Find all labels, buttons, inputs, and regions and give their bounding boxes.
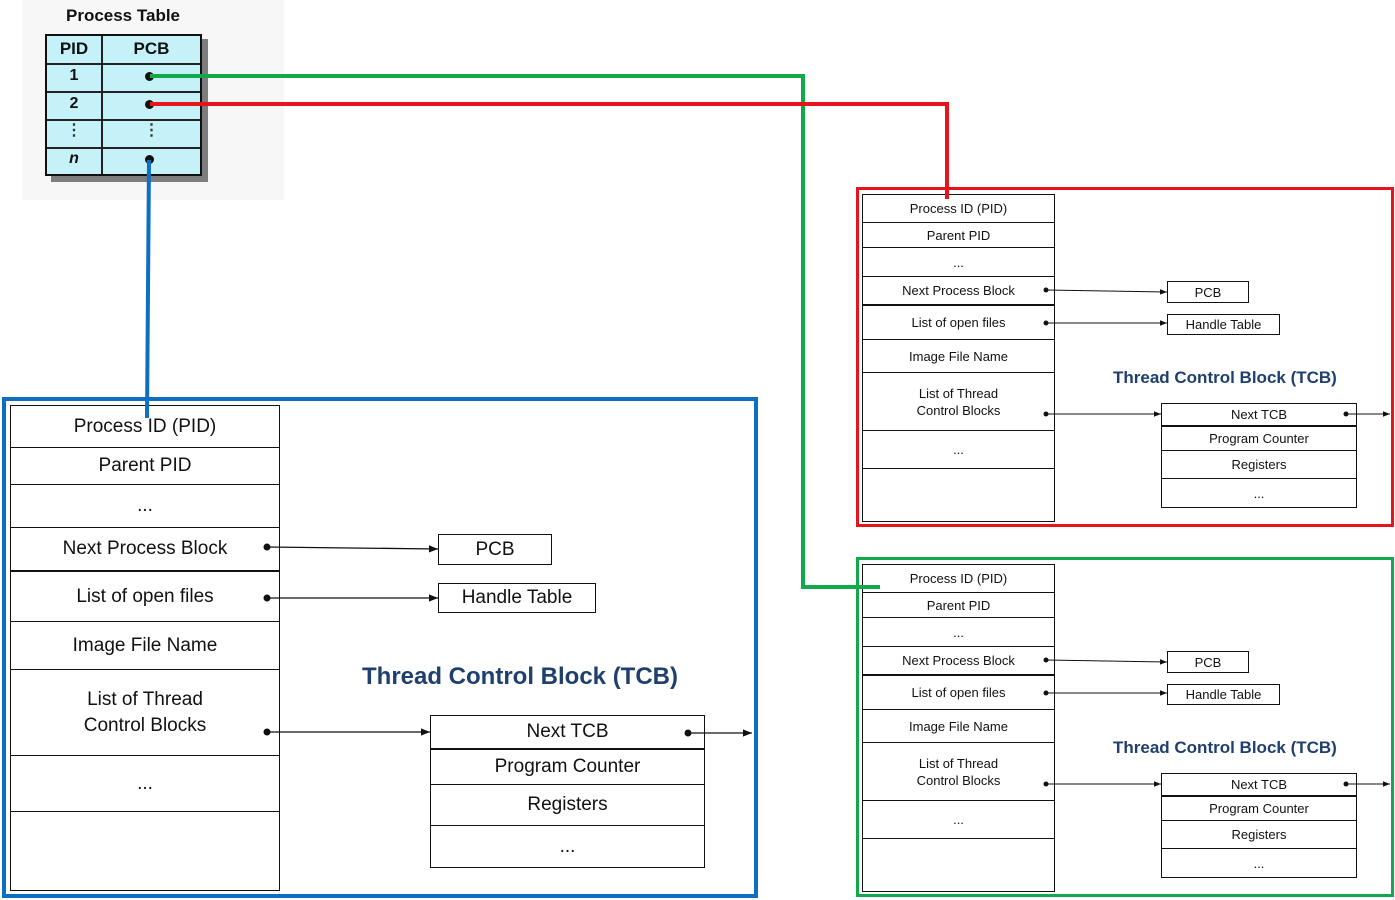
tcb-title: Thread Control Block (TCB) (1113, 738, 1337, 757)
pcb-field: ... (863, 618, 1054, 647)
tcb-field: Next TCB (1162, 404, 1356, 427)
pcb-pointer-dot (145, 100, 154, 109)
pid-cell: 1 (69, 67, 79, 84)
pcb-frame-green (856, 557, 1394, 897)
pcb-field: List of Thread Control Blocks (11, 670, 279, 756)
pcb-cell: ⋮ (143, 122, 160, 139)
tcb-field: ... (1253, 485, 1265, 501)
pcb-field: Image File Name (11, 622, 279, 670)
pcb-frame-blue (2, 397, 758, 898)
tcb-field-stack: Next TCB Program Counter Registers ... (1161, 773, 1357, 878)
pcb-field: Parent PID (863, 223, 1054, 248)
pointer-arrows-red (1043, 287, 1390, 417)
pcb-field: Image File Name (863, 340, 1054, 373)
pcb-field: Image File Name (863, 710, 1054, 743)
pid-cell: n (69, 150, 79, 167)
pcb-link-blue (145, 159, 151, 419)
process-table-header-rule (47, 63, 200, 65)
pcb-field: Parent PID (863, 593, 1054, 618)
tcb-title: Thread Control Block (TCB) (362, 663, 678, 690)
handle-table-box: Handle Table (1167, 684, 1280, 705)
process-table-row-rule (47, 91, 200, 93)
pcb-field: Process ID (PID) (863, 565, 1054, 593)
pcb-field: ... (863, 248, 1054, 277)
pcb-pointer-dot (145, 72, 154, 81)
pcb-field-stack: Process ID (PID) Parent PID ... Next Pro… (862, 564, 1055, 892)
pcb-field: List of Thread Control Blocks (863, 373, 1054, 431)
pid-cell: 2 (69, 95, 79, 112)
tcb-field: ... (1253, 855, 1265, 871)
tcb-field: Next TCB (431, 716, 704, 750)
tcb-field: Program Counter (1162, 427, 1356, 451)
pcb-box: PCB (1167, 281, 1249, 303)
tcb-field-stack: Next TCB Program Counter Registers ... (430, 715, 705, 868)
pcb-field: Next Process Block (863, 277, 1054, 306)
pcb-field-stack: Process ID (PID) Parent PID ... Next Pro… (862, 194, 1055, 522)
tcb-field: Registers (1162, 451, 1356, 479)
tcb-field-stack: Next TCB Program Counter Registers ... (1161, 403, 1357, 508)
pcb-field: ... (863, 801, 1054, 839)
pcb-field: ... (11, 756, 279, 812)
pcb-link-green (150, 74, 880, 589)
pcb-field: ... (863, 431, 1054, 469)
pcb-field: ... (11, 485, 279, 528)
handle-table-box: Handle Table (438, 583, 596, 613)
pcb-link-red (150, 102, 949, 199)
tcb-field: Program Counter (1162, 797, 1356, 821)
tcb-title: Thread Control Block (TCB) (1113, 368, 1337, 387)
pcb-field: Process ID (PID) (863, 195, 1054, 223)
pid-cell: ⋮ (66, 122, 82, 139)
pcb-field: List of open files (11, 572, 279, 622)
tcb-field: Next TCB (1162, 774, 1356, 797)
tcb-field: ... (559, 835, 576, 857)
pcb-field-stack: Process ID (PID) Parent PID ... Next Pro… (10, 405, 280, 891)
pcb-field: List of Thread Control Blocks (863, 743, 1054, 801)
pid-header: PID (59, 39, 89, 58)
process-table-row-rule (47, 147, 200, 149)
pcb-field: Next Process Block (863, 647, 1054, 676)
pcb-field: Next Process Block (11, 528, 279, 572)
pointer-arrows-green (1043, 657, 1390, 787)
tcb-field: Registers (1162, 821, 1356, 849)
pointer-arrows-blue (263, 543, 752, 737)
process-table-title: Process Table (65, 6, 181, 25)
pcb-field: Parent PID (11, 448, 279, 485)
pcb-field: List of open files (863, 676, 1054, 710)
tcb-field: Program Counter (431, 750, 704, 785)
pcb-field: Process ID (PID) (11, 406, 279, 448)
pcb-field: List of open files (863, 306, 1054, 340)
tcb-field: Registers (431, 785, 704, 826)
pcb-frame-red (856, 187, 1394, 527)
pcb-pointer-dot (145, 155, 154, 164)
handle-table-box: Handle Table (1167, 314, 1280, 335)
process-table-divider (101, 36, 103, 174)
pcb-box: PCB (438, 534, 552, 565)
process-table-row-rule (47, 119, 200, 121)
pcb-header: PCB (133, 39, 170, 58)
pcb-box: PCB (1167, 651, 1249, 673)
